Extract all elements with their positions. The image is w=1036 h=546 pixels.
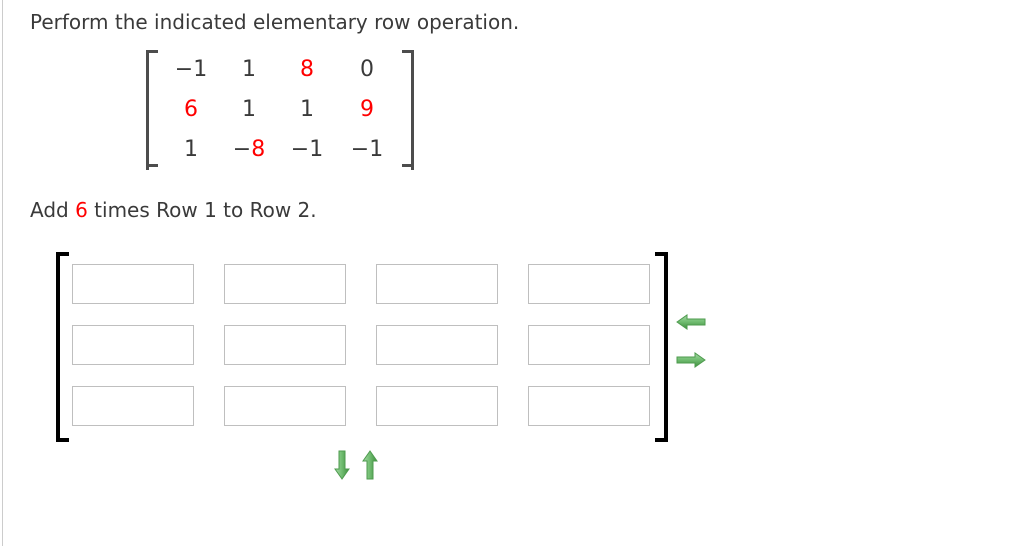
matrix-cell-r2c1: 6	[184, 97, 198, 122]
page-left-border	[2, 0, 3, 546]
answer-input-r2c2[interactable]	[224, 325, 346, 365]
answer-bracket-right	[654, 252, 668, 442]
matrix-cell-r1c2: 1	[242, 57, 256, 82]
matrix-cell-r2c2: 1	[242, 97, 256, 122]
horizontal-nav-controls	[676, 310, 716, 382]
operation-scalar: 6	[75, 198, 88, 222]
answer-input-r1c2[interactable]	[224, 264, 346, 304]
matrix-bracket-right	[402, 50, 416, 170]
given-matrix-grid: −1 1 8 0 6 1 1 9 1 −8 −1 −1	[158, 50, 402, 170]
arrow-down-icon[interactable]	[333, 450, 351, 480]
matrix-cell-r1c3: 8	[300, 57, 314, 82]
given-matrix: −1 1 8 0 6 1 1 9 1 −8 −1 −1	[144, 50, 416, 170]
answer-input-r1c3[interactable]	[376, 264, 498, 304]
operation-suffix: times Row 1 to Row 2.	[87, 198, 317, 222]
answer-input-r3c2[interactable]	[224, 386, 346, 426]
answer-input-r3c4[interactable]	[528, 386, 650, 426]
operation-prefix: Add	[30, 198, 76, 222]
answer-input-r2c1[interactable]	[72, 325, 194, 365]
matrix-cell-r1c4: 0	[360, 57, 374, 82]
answer-input-r1c4[interactable]	[528, 264, 650, 304]
arrow-up-icon[interactable]	[361, 450, 379, 480]
matrix-cell-r2c4: 9	[360, 97, 374, 122]
operation-instruction: Add 6 times Row 1 to Row 2.	[30, 196, 317, 224]
answer-input-r3c1[interactable]	[72, 386, 194, 426]
matrix-cell-r3c4: −1	[350, 137, 384, 162]
answer-input-r1c1[interactable]	[72, 264, 194, 304]
page-title: Perform the indicated elementary row ope…	[30, 10, 520, 34]
answer-matrix	[50, 252, 710, 452]
matrix-bracket-left	[144, 50, 158, 170]
matrix-cell-r3c3: −1	[290, 137, 324, 162]
arrow-left-icon[interactable]	[676, 314, 706, 330]
answer-bracket-left	[56, 252, 70, 442]
arrow-right-icon[interactable]	[676, 352, 706, 368]
matrix-cell-r2c3: 1	[300, 97, 314, 122]
answer-input-r2c3[interactable]	[376, 325, 498, 365]
answer-input-r3c3[interactable]	[376, 386, 498, 426]
answer-input-r2c4[interactable]	[528, 325, 650, 365]
vertical-nav-controls	[333, 450, 385, 482]
matrix-cell-r3c2: −8	[232, 137, 266, 162]
answer-input-grid	[72, 264, 680, 447]
matrix-cell-r3c1: 1	[184, 137, 198, 162]
matrix-cell-r1c1: −1	[174, 57, 208, 82]
